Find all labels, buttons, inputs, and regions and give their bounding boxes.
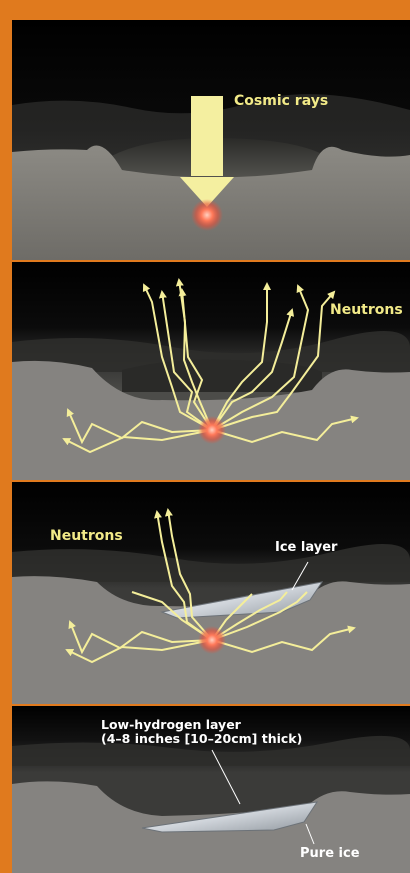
neutron-source-glow-3 <box>198 626 226 654</box>
panel-2-scene <box>12 262 410 480</box>
label-neutrons: Neutrons <box>330 302 403 318</box>
panel-3-scene <box>12 482 410 704</box>
panel-low-hydrogen: Low-hydrogen layer (4–8 inches [10–20cm]… <box>12 706 410 873</box>
neutron-source-glow <box>198 416 226 444</box>
label-cosmic-rays: Cosmic rays <box>234 93 328 109</box>
label-pure-ice: Pure ice <box>300 846 360 861</box>
label-neutrons-3: Neutrons <box>50 528 123 544</box>
panel-cosmic-rays: Cosmic rays <box>12 20 410 260</box>
panel-1-scene <box>12 20 410 260</box>
cosmic-ray-arrow-shaft <box>191 96 223 176</box>
panel-ice-layer: Neutrons Ice layer <box>12 482 410 704</box>
label-low-hydrogen-line2: (4–8 inches [10–20cm] thick) <box>101 732 302 746</box>
impact-glow <box>191 199 223 231</box>
label-ice-layer: Ice layer <box>275 540 337 555</box>
top-border <box>0 0 410 20</box>
label-low-hydrogen-line1: Low-hydrogen layer <box>101 718 241 732</box>
panel-neutrons: Neutrons <box>12 262 410 480</box>
